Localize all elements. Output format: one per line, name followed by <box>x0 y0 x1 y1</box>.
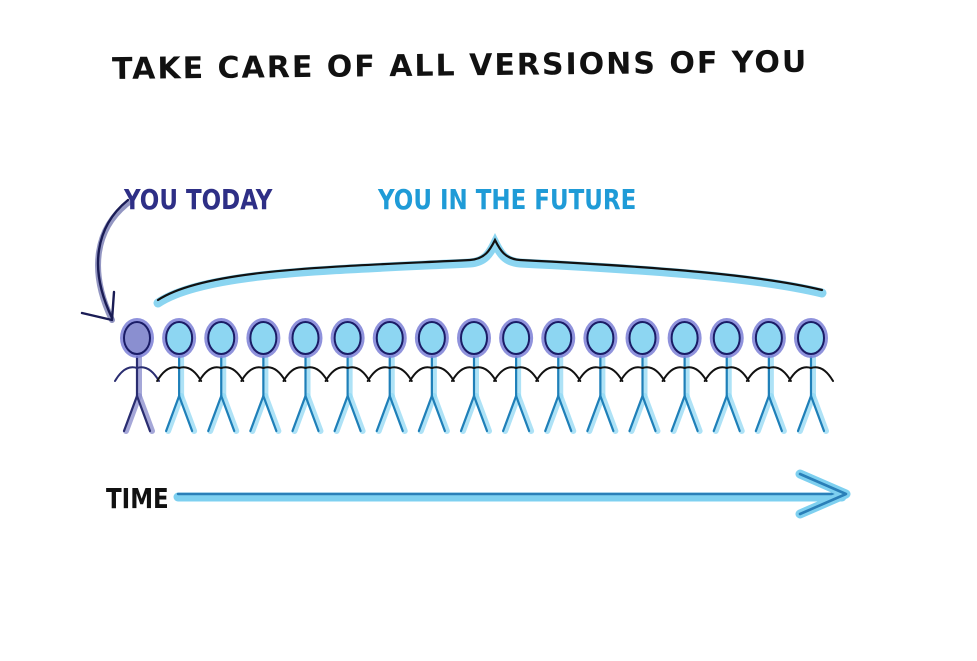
diagram-title: TAKE CARE OF ALL VERSIONS OF YOU <box>111 44 809 87</box>
people-row <box>114 318 834 434</box>
figure-future-you <box>366 318 413 434</box>
figure-future-you <box>577 318 624 434</box>
label-you-in-the-future: YOU IN THE FUTURE <box>378 183 637 216</box>
figure-future-you <box>788 318 834 434</box>
figure-future-you <box>745 318 792 434</box>
figure-future-you <box>156 318 203 434</box>
figure-future-you <box>535 318 582 434</box>
figure-future-you <box>451 318 497 434</box>
label-you-today: YOU TODAY <box>124 183 273 216</box>
figure-future-you <box>240 318 287 434</box>
today-arrow <box>80 198 131 323</box>
time-arrow <box>173 469 851 519</box>
figure-future-you <box>282 318 329 434</box>
future-brace <box>153 232 827 308</box>
figure-future-you <box>324 318 371 434</box>
figure-future-you <box>493 318 540 434</box>
figure-future-you <box>703 318 750 434</box>
figure-future-you <box>619 318 666 434</box>
label-time: TIME <box>106 482 169 515</box>
figure-future-you <box>198 318 245 434</box>
figure-future-you <box>661 318 708 434</box>
figure-future-you <box>408 318 455 434</box>
figure-you-today <box>114 318 160 434</box>
